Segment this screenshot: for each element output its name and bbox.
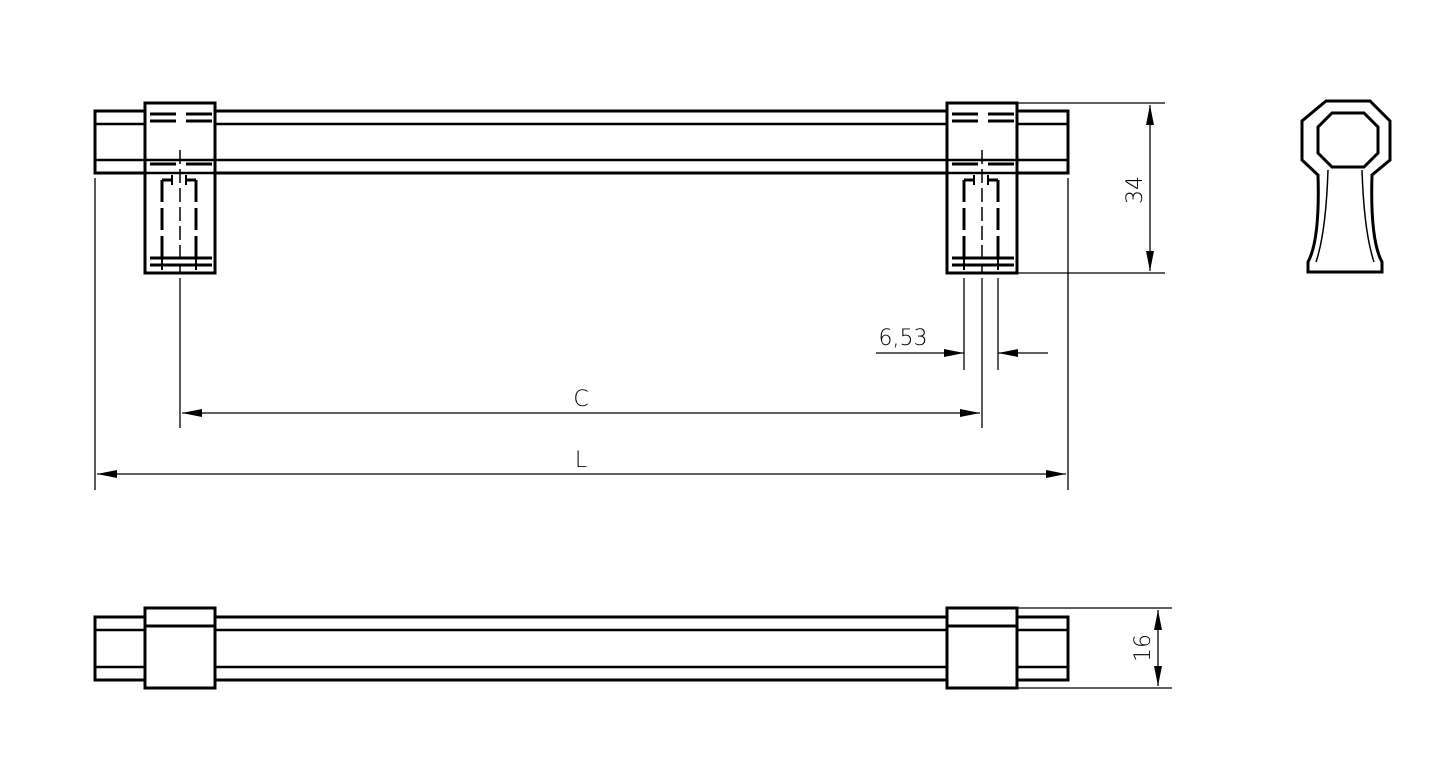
top-left-post xyxy=(143,606,217,690)
length-dim-label: L xyxy=(575,448,587,473)
center-dim-label: C xyxy=(573,387,588,412)
profile-neck-right xyxy=(1361,169,1375,263)
top-right-post xyxy=(945,606,1019,690)
front-bar-outline xyxy=(93,109,1070,175)
top-bar-outline xyxy=(93,615,1070,682)
height-dim-label: 34 xyxy=(1123,176,1148,204)
hole-dim-label: 6,53 xyxy=(879,326,928,351)
dimension-lines xyxy=(94,102,1165,490)
depth-dim-label: 16 xyxy=(1131,634,1156,662)
profile-neck-left xyxy=(1315,169,1329,263)
top-view xyxy=(93,606,1070,690)
front-left-post xyxy=(143,101,217,275)
side-profile-view xyxy=(1300,99,1392,274)
profile-inner-octagon xyxy=(1316,111,1380,169)
front-view xyxy=(93,101,1070,275)
front-right-post xyxy=(945,101,1019,275)
profile-outer xyxy=(1300,99,1392,274)
depth-dimension xyxy=(1017,607,1172,689)
